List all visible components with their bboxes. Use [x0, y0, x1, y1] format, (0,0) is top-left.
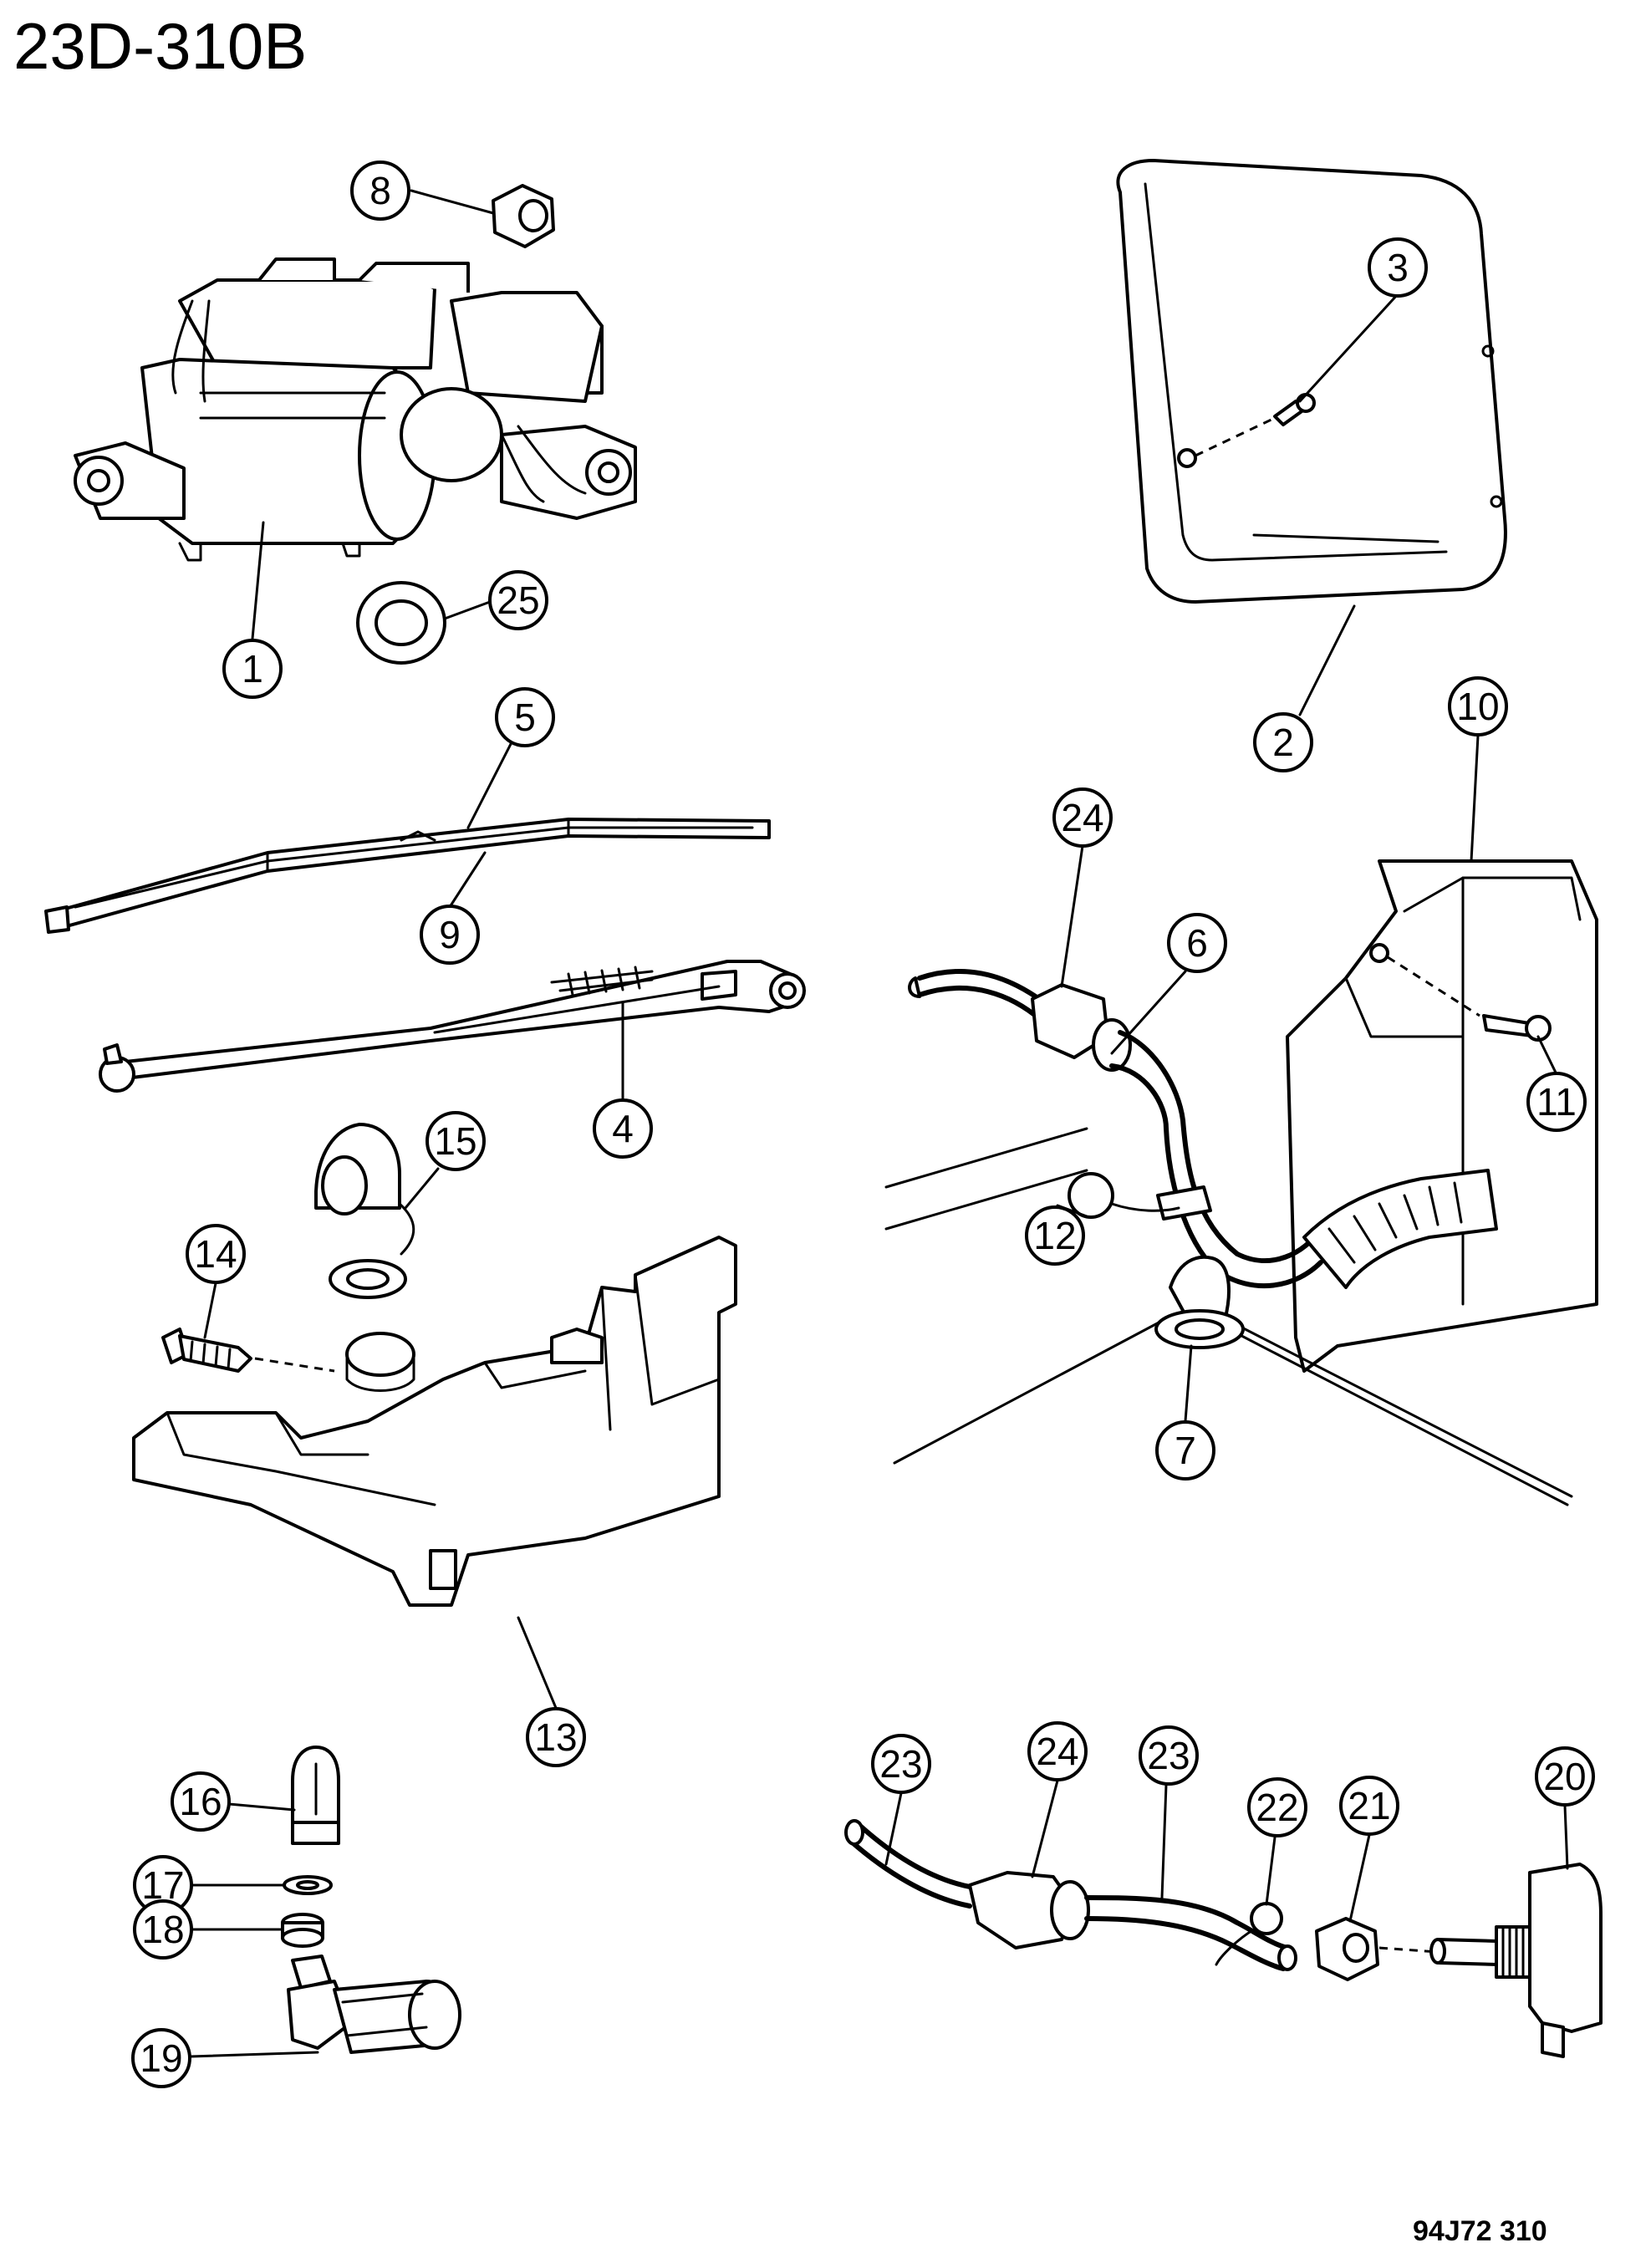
part-13-reservoir: [132, 1236, 737, 1607]
callout-8: 8: [350, 161, 410, 221]
svg-text:9: 9: [439, 913, 461, 956]
callout-22: 22: [1247, 1777, 1307, 1837]
callout-20: 20: [1535, 1746, 1595, 1807]
callout-24-lower: 24: [1027, 1721, 1088, 1781]
svg-text:3: 3: [1387, 246, 1409, 289]
part-20-nozzle: [1429, 1863, 1603, 2058]
svg-text:8: 8: [369, 169, 391, 212]
callout-15: 15: [425, 1111, 486, 1171]
svg-text:25: 25: [497, 578, 539, 622]
svg-text:23: 23: [879, 1742, 922, 1786]
callout-16: 16: [171, 1771, 231, 1832]
svg-text:2: 2: [1272, 721, 1294, 764]
svg-text:6: 6: [1186, 921, 1208, 965]
callout-2: 2: [1253, 712, 1313, 772]
svg-text:23: 23: [1147, 1734, 1190, 1777]
callout-6: 6: [1167, 913, 1227, 973]
svg-text:19: 19: [140, 2036, 182, 2080]
part-8-nut: [492, 184, 555, 248]
callout-23-right: 23: [1139, 1725, 1199, 1786]
hood-panel-lines: [884, 1127, 1573, 1506]
svg-text:11: 11: [1536, 1080, 1577, 1124]
callout-7: 7: [1155, 1420, 1215, 1481]
part-5-wiper-blade: [44, 818, 771, 934]
callout-9: 9: [420, 905, 480, 965]
svg-text:1: 1: [242, 647, 263, 691]
svg-text:15: 15: [434, 1119, 476, 1163]
svg-text:20: 20: [1543, 1755, 1586, 1798]
part-4-wiper-arm: [99, 960, 806, 1093]
svg-text:16: 16: [179, 1780, 222, 1823]
callout-24-upper: 24: [1052, 787, 1113, 848]
harness-conduit: [1302, 1169, 1498, 1289]
svg-text:18: 18: [141, 1908, 184, 1951]
svg-text:10: 10: [1456, 685, 1499, 728]
svg-text:24: 24: [1036, 1730, 1078, 1773]
callout-1: 1: [222, 639, 283, 699]
callout-14: 14: [186, 1224, 246, 1284]
callout-21: 21: [1339, 1776, 1399, 1836]
callout-12: 12: [1025, 1205, 1085, 1266]
part-2-cover: [1116, 159, 1507, 604]
callout-23-left: 23: [871, 1734, 931, 1794]
part-15-filler-cap: [314, 1123, 415, 1299]
callout-18: 18: [133, 1899, 193, 1960]
part-23-hose-left: [844, 1819, 976, 1909]
svg-text:21: 21: [1348, 1784, 1390, 1827]
part-25-grommet: [356, 581, 446, 665]
svg-text:7: 7: [1175, 1429, 1196, 1472]
callout-11: 11: [1526, 1072, 1587, 1132]
callout-5: 5: [495, 687, 555, 747]
callout-13: 13: [526, 1707, 586, 1767]
callout-25: 25: [488, 570, 548, 630]
svg-text:13: 13: [534, 1715, 577, 1759]
diagram-title: 23D-310B: [13, 9, 307, 83]
part-6-hose: [1109, 1030, 1323, 1289]
leader-lines: [189, 189, 1569, 2058]
part-24-check-valve-lower: [968, 1871, 1090, 1949]
callout-10: 10: [1448, 676, 1508, 736]
part-19-pump: [287, 1955, 461, 2054]
part-14-screw: [161, 1328, 335, 1373]
part-12-clip: [1068, 1172, 1180, 1219]
part-21-nut: [1315, 1917, 1439, 1981]
part-17-washer: [283, 1875, 333, 1895]
callout-17: 17: [133, 1855, 193, 1915]
svg-text:22: 22: [1256, 1786, 1298, 1829]
svg-text:5: 5: [514, 696, 536, 739]
part-16-bulb: [291, 1746, 340, 1845]
part-1-wiper-motor: [74, 257, 637, 562]
part-7-grommet: [1154, 1255, 1245, 1349]
svg-text:14: 14: [194, 1232, 237, 1276]
callout-4: 4: [593, 1098, 653, 1159]
part-24-check-valve-upper: [908, 969, 1132, 1072]
callout-19: 19: [131, 2028, 191, 2088]
part-23-hose-right: [1084, 1895, 1297, 1971]
svg-text:4: 4: [612, 1107, 634, 1150]
diagram-code: 94J72 310: [1413, 2215, 1547, 2247]
svg-text:12: 12: [1033, 1214, 1076, 1257]
svg-text:24: 24: [1061, 796, 1103, 839]
part-18-seal: [281, 1913, 324, 1948]
callout-3: 3: [1368, 237, 1428, 298]
